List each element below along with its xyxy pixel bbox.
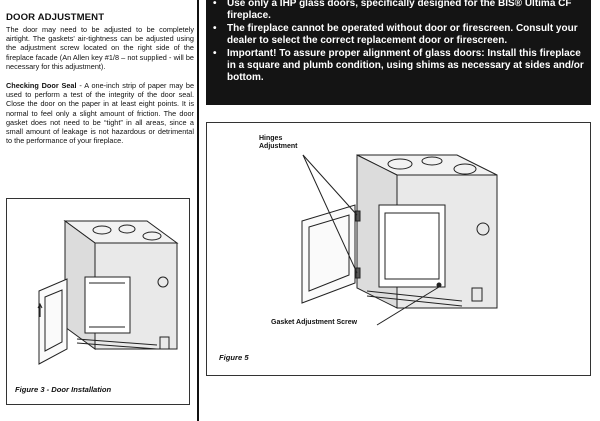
warning-text: Use only a IHP glass doors, specifically… xyxy=(227,0,572,22)
side-knockout-icon xyxy=(157,276,169,288)
louver-line xyxy=(366,290,463,302)
hinges-callout-line-2: Adjustment xyxy=(259,143,298,151)
figure-3-caption: Figure 3 - Door Installation xyxy=(15,385,112,394)
warning-item: • Important! To assure proper alignment o… xyxy=(206,48,591,85)
lift-arrow-icon xyxy=(37,302,43,309)
checking-door-seal-text: - A one-inch strip of paper may be used … xyxy=(6,81,195,146)
upper-hinge-icon xyxy=(355,210,361,222)
checking-door-seal-label: Checking Door Seal xyxy=(6,81,77,91)
hinges-callout-line-1: Hinges xyxy=(259,135,283,142)
louver-line xyxy=(76,338,158,346)
door-adjustment-paragraph: The door may need to be adjusted to be c… xyxy=(6,25,194,71)
warning-item: • Use only a IHP glass doors, specificall… xyxy=(206,0,591,23)
door-glass xyxy=(44,289,63,352)
open-door xyxy=(38,278,68,365)
hinges-leader-line xyxy=(302,154,358,216)
gasket-screw-icon xyxy=(436,282,442,288)
louver-line xyxy=(76,342,158,350)
flue-collar-icon xyxy=(387,158,413,170)
warning-text: Important! To assure proper alignment of… xyxy=(227,47,584,84)
flue-collar-icon xyxy=(453,163,477,175)
bullet-icon: • xyxy=(213,22,217,34)
flue-collar-icon xyxy=(118,224,136,234)
warning-list: • Use only a IHP glass doors, specificall… xyxy=(206,0,591,85)
gasket-leader-line xyxy=(376,286,440,326)
control-panel-icon xyxy=(471,287,483,302)
firebox-inner xyxy=(384,212,440,280)
fireplace-adjustment-drawing xyxy=(301,154,498,326)
column-divider xyxy=(197,0,199,421)
bullet-icon: • xyxy=(213,47,217,59)
louver-line xyxy=(366,295,463,307)
warning-box: • Use only a IHP glass doors, specificall… xyxy=(206,0,591,105)
door-glass xyxy=(308,214,350,292)
firebox-opening xyxy=(378,204,446,288)
fireplace-door-installation-drawing xyxy=(37,220,179,365)
section-heading: DOOR ADJUSTMENT xyxy=(6,12,105,23)
warning-text: The fireplace cannot be operated without… xyxy=(227,22,578,47)
flue-collar-icon xyxy=(92,225,112,235)
control-panel-icon xyxy=(159,336,170,350)
gasket-adjustment-callout: Gasket Adjustment Screw xyxy=(271,319,358,326)
flue-collar-icon xyxy=(142,231,162,241)
left-column: DOOR ADJUSTMENT The door may need to be … xyxy=(6,0,194,145)
figure-5-caption: Figure 5 xyxy=(219,353,249,362)
figure-3: Figure 3 - Door Installation xyxy=(6,198,190,405)
flue-collar-icon xyxy=(421,156,443,166)
warning-item: • The fireplace cannot be operated withou… xyxy=(206,23,591,48)
firebox-opening xyxy=(84,276,131,334)
bullet-icon: • xyxy=(213,0,217,9)
side-knockout-icon xyxy=(476,222,490,236)
hinges-leader-line xyxy=(302,154,358,274)
open-door xyxy=(301,204,356,304)
checking-door-seal-paragraph: Checking Door Seal - A one-inch strip of… xyxy=(6,81,194,145)
lower-hinge-icon xyxy=(355,267,361,279)
